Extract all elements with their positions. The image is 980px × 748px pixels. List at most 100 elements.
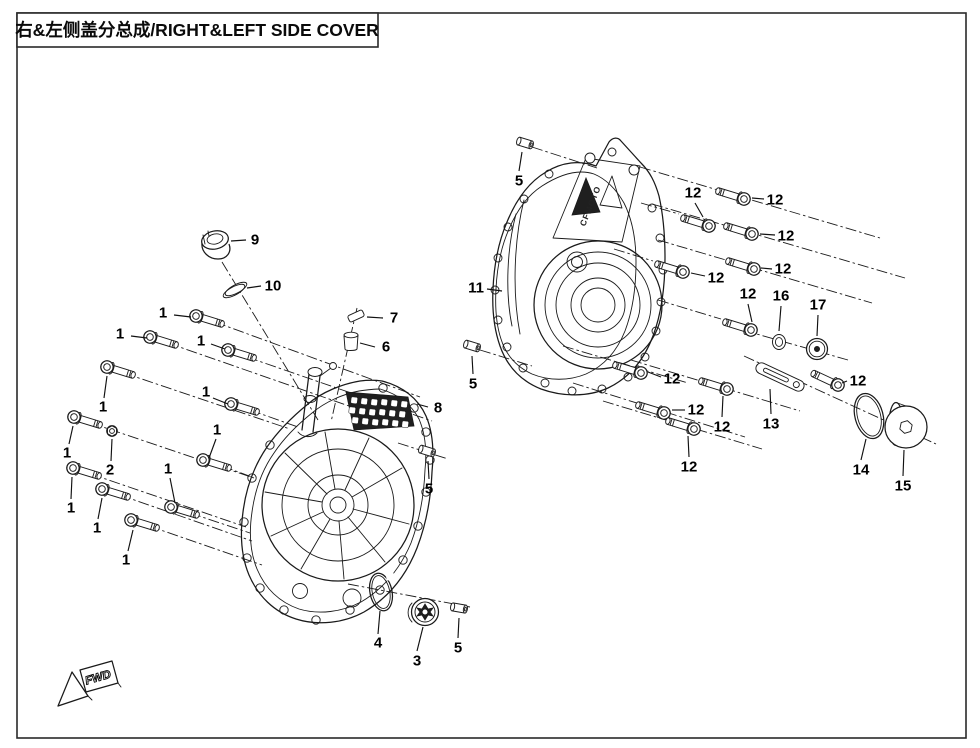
- callout-leader-1-5: [68, 425, 74, 445]
- bolt-1: [162, 498, 202, 523]
- callout-12-27: 12: [775, 261, 792, 278]
- bolt-12: [696, 373, 736, 398]
- callout-5-22: 5: [515, 173, 523, 190]
- callout-leader-9-12: [230, 239, 247, 242]
- small-parts: [201, 230, 928, 627]
- callout-leader-1-8: [97, 497, 103, 520]
- callout-12-24: 12: [685, 185, 702, 202]
- bolt-1: [93, 480, 133, 505]
- callout-leader-12-32: [721, 395, 724, 418]
- filler-cap-9: [201, 230, 231, 260]
- clutch-arm: [297, 362, 337, 438]
- callout-5-20: 5: [425, 481, 433, 498]
- callout-leader-12-30: [647, 371, 662, 378]
- callout-leader-1-3: [103, 375, 108, 399]
- callout-12-28: 12: [708, 270, 725, 287]
- dowel-5: [462, 339, 482, 353]
- callout-12-32: 12: [714, 419, 731, 436]
- callout-leader-12-27: [760, 267, 773, 270]
- dowel-5: [449, 602, 469, 614]
- callout-leader-6-15: [359, 342, 376, 348]
- washer-16: [772, 334, 786, 350]
- bolt-12: [652, 256, 692, 281]
- callout-5-19: 5: [454, 640, 462, 657]
- callout-leader-1-4: [212, 397, 229, 405]
- callout-16-38: 16: [773, 288, 790, 305]
- bolt-12: [678, 210, 718, 235]
- callout-leader-1-0: [173, 314, 192, 318]
- callout-12-31: 12: [688, 402, 705, 419]
- bolt-1: [141, 328, 181, 353]
- bolt-1: [219, 341, 259, 366]
- callout-13-35: 13: [763, 416, 780, 433]
- bolt-1: [122, 511, 162, 536]
- snap-ring-4: [368, 571, 395, 612]
- callout-4-17: 4: [374, 635, 383, 652]
- fwd-arrow-head: [57, 671, 89, 707]
- axis-lines: [90, 146, 937, 608]
- callout-leader-5-21: [471, 355, 474, 375]
- nut-2: [106, 425, 118, 437]
- bolt-12: [721, 218, 761, 243]
- callout-leader-17-39: [816, 314, 819, 337]
- gasket-10: [222, 281, 248, 299]
- page-border: [16, 12, 967, 739]
- bolt-12: [610, 357, 650, 382]
- callout-leader-1-9: [127, 529, 134, 552]
- left-cover: [239, 362, 435, 625]
- callout-leader-11-23: [486, 288, 503, 292]
- bolt-1: [64, 459, 104, 484]
- callout-1-10: 1: [164, 461, 172, 478]
- callout-1-7: 1: [67, 500, 75, 517]
- callout-leader-5-19: [457, 617, 460, 639]
- callout-leader-12-29: [747, 303, 753, 323]
- callout-1-8: 1: [93, 520, 101, 537]
- callout-1-6: 1: [213, 422, 221, 439]
- callout-1-3: 1: [99, 399, 107, 416]
- callout-1-9: 1: [122, 552, 130, 569]
- callout-leader-12-24: [694, 202, 704, 218]
- callout-leader-7-14: [366, 316, 384, 319]
- bolt-12: [633, 397, 673, 422]
- plug-3: [407, 597, 440, 627]
- bolt-12: [720, 314, 760, 339]
- callout-leader-5-22: [518, 151, 523, 172]
- plate-13: [755, 362, 805, 392]
- callout-1-5: 1: [63, 445, 71, 462]
- bolt-12: [723, 253, 763, 278]
- mount-arm: CFMOTO: [552, 147, 641, 243]
- callout-leader-8-16: [416, 403, 429, 408]
- callout-leader-12-33: [687, 435, 690, 458]
- callout-leader-14-36: [860, 438, 867, 461]
- callout-leader-10-13: [246, 285, 262, 289]
- bolt-1: [187, 307, 227, 332]
- cap-15: [884, 401, 928, 449]
- dowel-5: [417, 444, 437, 458]
- callout-17-39: 17: [810, 297, 827, 314]
- callout-15-37: 15: [895, 478, 912, 495]
- callout-12-25: 12: [767, 192, 784, 209]
- callout-leader-16-38: [778, 305, 782, 332]
- callout-leader-3-18: [416, 626, 424, 652]
- callout-6-15: 6: [382, 339, 390, 356]
- callout-3-18: 3: [413, 653, 421, 670]
- cap-17: [805, 337, 829, 361]
- callout-7-14: 7: [390, 310, 398, 327]
- callout-leader-4-17: [377, 610, 381, 635]
- callout-14-36: 14: [853, 462, 870, 479]
- callout-leader-5-20: [427, 460, 430, 480]
- page-title: 右&左侧盖分总成/RIGHT&LEFT SIDE COVER: [14, 20, 379, 40]
- callout-leader-15-37: [902, 449, 905, 477]
- callout-9-12: 9: [251, 232, 259, 249]
- dowel-5: [515, 136, 535, 150]
- callout-leader-12-25: [751, 197, 765, 200]
- title-box: [16, 12, 379, 48]
- callout-leader-1-10: [169, 477, 176, 504]
- callout-leader-12-34: [841, 380, 848, 384]
- fwd-marker: FWD: [57, 660, 122, 707]
- bolt-1: [222, 395, 262, 420]
- callout-leader-12-28: [690, 272, 706, 277]
- callout-leader-1-1: [130, 335, 148, 339]
